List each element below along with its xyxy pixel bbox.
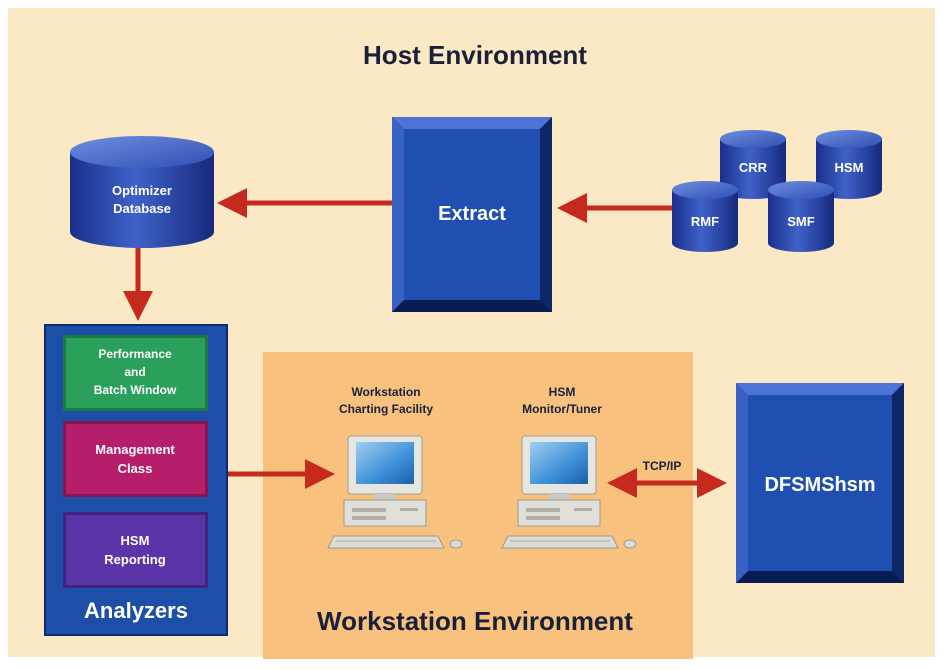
analyzer-performance-batch-window: Performance and Batch Window xyxy=(63,335,208,411)
hsm-monitor-label-line2: Monitor/Tuner xyxy=(522,402,602,416)
dfsmshsm-label: DFSMShsm xyxy=(764,474,875,496)
host-environment-title: Host Environment xyxy=(363,40,587,70)
hsm-monitor-label-line1: HSM xyxy=(549,385,576,399)
analyzers-title: Analyzers xyxy=(84,598,188,623)
extract-box: Extract xyxy=(392,117,552,312)
crr-cylinder: CRR xyxy=(720,130,786,199)
analyzer-performance-line1: Performance xyxy=(98,347,172,361)
analyzer-management-line2: Class xyxy=(118,461,153,476)
crr-label: CRR xyxy=(739,160,768,175)
hsm-source-label: HSM xyxy=(835,160,864,175)
dfsmshsm-box: DFSMShsm xyxy=(736,383,904,583)
workstation-environment-title: Workstation Environment xyxy=(317,606,633,636)
extract-label: Extract xyxy=(438,203,506,225)
optimizer-database-cylinder: Optimizer Database xyxy=(70,136,214,248)
analyzer-performance-line3: Batch Window xyxy=(94,383,177,397)
analyzer-performance-line2: and xyxy=(124,365,145,379)
charting-facility-label-line2: Charting Facility xyxy=(339,402,433,416)
analyzer-management-class: Management Class xyxy=(63,421,208,497)
rmf-label: RMF xyxy=(691,214,719,229)
analyzer-hsm-reporting-line2: Reporting xyxy=(104,552,165,567)
tcpip-label: TCP/IP xyxy=(643,459,682,473)
charting-workstation-computer-icon xyxy=(327,435,463,549)
workstation-environment-panel xyxy=(263,352,693,659)
hsm-monitor-computer-icon xyxy=(501,435,637,549)
smf-label: SMF xyxy=(787,214,815,229)
optimizer-database-label-line2: Database xyxy=(113,201,171,216)
smf-cylinder: SMF xyxy=(768,181,834,252)
rmf-cylinder: RMF xyxy=(672,181,738,252)
charting-facility-label-line1: Workstation xyxy=(351,385,420,399)
analyzers-panel: Performance and Batch Window Management … xyxy=(44,324,228,636)
optimizer-database-label-line1: Optimizer xyxy=(112,183,172,198)
hsm-source-cylinder: HSM xyxy=(816,130,882,199)
analyzer-hsm-reporting: HSM Reporting xyxy=(63,512,208,588)
analyzer-management-line1: Management xyxy=(95,442,175,457)
analyzer-hsm-reporting-line1: HSM xyxy=(121,533,150,548)
